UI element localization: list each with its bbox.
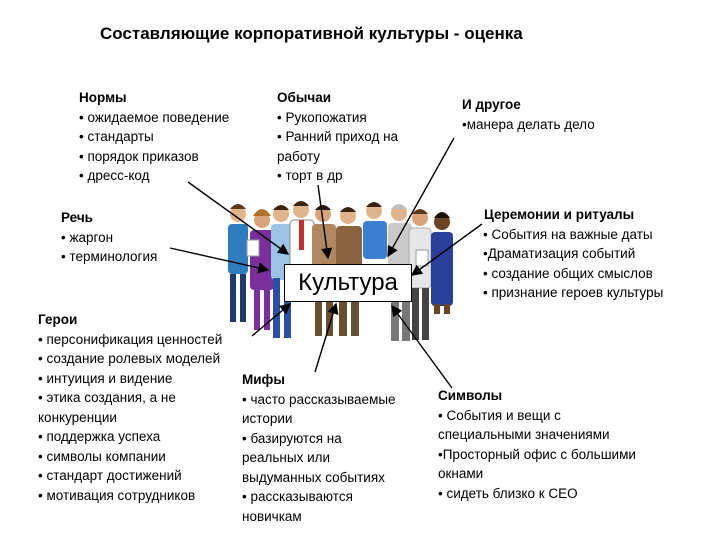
arrow-heroes [251,303,292,337]
culture-center-label: Культура [284,264,412,302]
heroes-item: • интуиция и видение [38,370,173,386]
arrow-ceremonies [410,223,483,276]
other-item: •манера делать дело [462,116,595,132]
myths-item: • часто рассказываемые [242,391,396,407]
myths-item: реальных или [242,450,331,465]
symbols-item: • События и вещи с [438,407,561,423]
heroes-block: Герои • персонификация ценностей • созда… [38,310,222,505]
speech-item: • жаргон [61,229,114,245]
ceremonies-item: • признание героев культуры [483,285,664,300]
norms-item: • стандарты [79,129,154,144]
customs-heading: Обычаи [277,90,332,105]
customs-item: работу [277,148,321,164]
myths-item: новичкам [242,508,302,524]
arrow-symbols [391,304,453,389]
heroes-heading: Герои [38,312,78,327]
myths-item: истории [242,411,293,426]
arrow-norms [187,181,290,255]
arrow-other [387,137,455,258]
speech-block: Речь • жаргон • терминология [61,208,157,267]
heroes-item: • поддержка успеха [38,429,161,444]
heroes-item: • стандарт достижений [38,468,182,483]
ceremonies-item: • События на важные даты [483,226,653,242]
customs-item: • Рукопожатия [277,109,367,125]
arrow-customs [317,184,333,260]
arrow-myths [314,302,339,373]
person-4-icon [289,201,315,271]
customs-block: Обычаи • Рукопожатия • Ранний приход на … [277,88,398,186]
arrow-speech [169,247,270,274]
heroes-item: конкуренции [38,409,117,425]
heroes-item: • этика создания, а не [38,390,176,405]
ceremonies-heading: Церемонии и ритуалы [484,207,635,222]
norms-heading: Нормы [79,90,127,105]
symbols-item: • сидеть близко к CEO [438,485,578,501]
norms-item: • дресс-код [79,168,150,183]
customs-item: • торт в др [277,168,343,183]
page-title: Составляющие корпоративной культуры - оц… [100,24,523,43]
person-7-icon [363,202,387,259]
speech-heading: Речь [61,210,93,225]
ceremonies-block: Церемонии и ритуалы • События на важные … [483,205,663,303]
ceremonies-item: •Драматизация событий [483,246,636,261]
person-10-icon [431,212,453,314]
symbols-item: окнами [438,466,484,481]
myths-item: • базируются на [242,430,342,446]
myths-heading: Мифы [242,372,285,387]
heroes-item: • создание ролевых моделей [38,351,221,366]
symbols-item: •Просторный офис с большими [438,446,636,462]
heroes-item: • символы компании [38,448,166,464]
customs-item: • Ранний приход на [277,129,399,144]
heroes-item: • персонификация ценностей [38,331,223,347]
myths-item: выдуманных событиях [242,469,385,485]
norms-item: • порядок приказов [79,148,199,164]
symbols-heading: Символы [438,388,503,403]
norms-block: Нормы • ожидаемое поведение • стандарты … [79,88,229,186]
person-2-icon [246,209,274,330]
symbols-block: Символы • События и вещи с специальными … [438,386,636,503]
symbols-item: специальными значениями [438,427,610,442]
myths-item: • рассказываются [242,489,353,504]
other-block: И другое •манера делать дело [462,95,595,134]
myths-block: Мифы • часто рассказываемые истории • ба… [242,370,396,526]
speech-item: • терминология [61,249,158,264]
other-heading: И другое [462,97,521,112]
heroes-item: • мотивация сотрудников [38,487,196,503]
ceremonies-item: • создание общих смыслов [483,265,653,281]
norms-item: • ожидаемое поведение [79,109,230,125]
